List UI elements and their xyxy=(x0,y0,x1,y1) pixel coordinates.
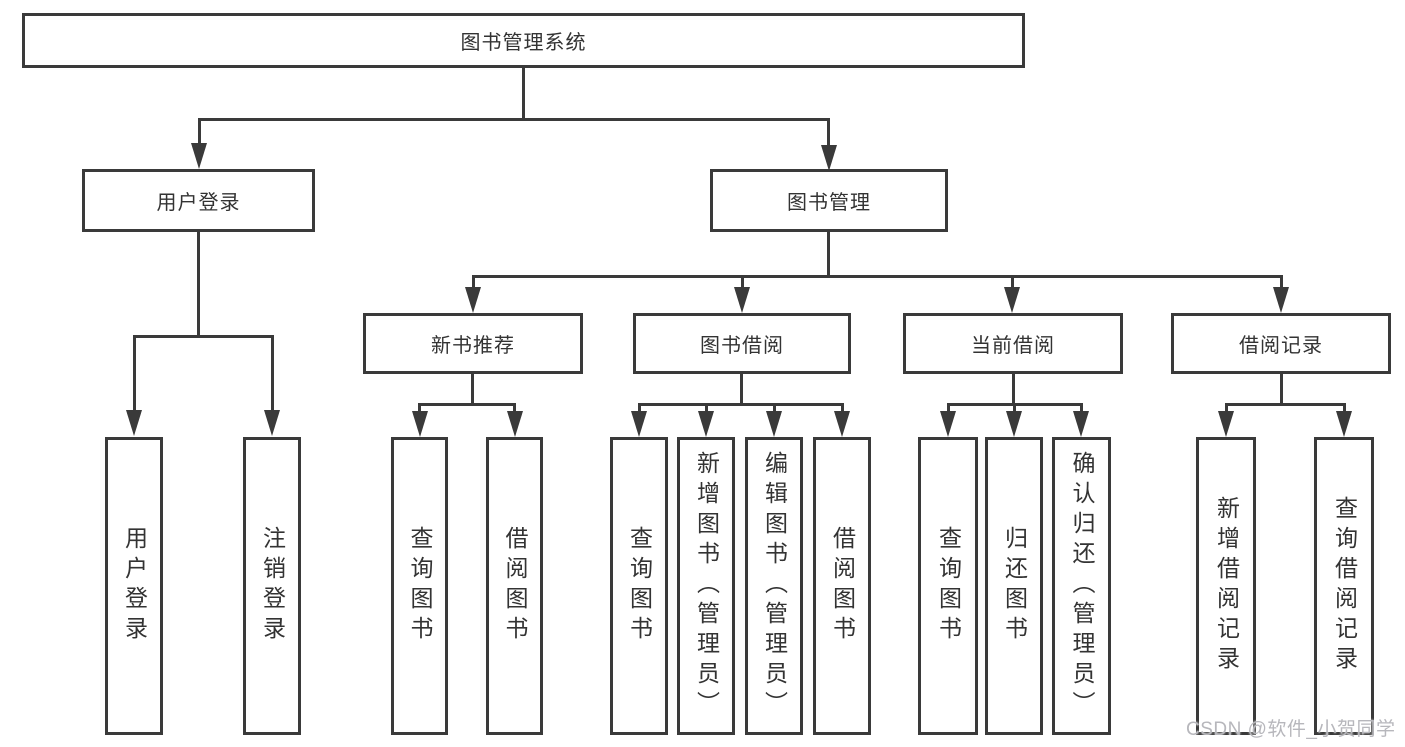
leaf-cur-query-books: 查询图书 xyxy=(918,437,978,735)
connector-line xyxy=(705,403,708,413)
connector-line xyxy=(133,335,136,412)
connector-line xyxy=(638,403,844,406)
node-book-management: 图书管理 xyxy=(710,169,948,232)
leaf-cur-confirm-return-admin: 确认归还（管理员） xyxy=(1052,437,1111,735)
connector-line xyxy=(418,403,516,406)
connector-line xyxy=(1225,403,1228,413)
connector-line xyxy=(418,403,421,413)
connector-line xyxy=(1080,403,1083,413)
node-borrow-records: 借阅记录 xyxy=(1171,313,1391,374)
connector-line xyxy=(198,118,830,121)
connector-line xyxy=(638,403,641,413)
leaf-rec-query-record-label: 查询借阅记录 xyxy=(1331,496,1358,676)
watermark: CSDN @软件_小贺同学 xyxy=(1186,719,1396,740)
leaf-bw-add-books-admin-label: 新增图书（管理员） xyxy=(693,451,720,721)
arrow-down-icon xyxy=(1218,411,1234,437)
node-book-borrow: 图书借阅 xyxy=(633,313,851,374)
node-user-login-label: 用户登录 xyxy=(156,192,241,214)
arrow-down-icon xyxy=(507,411,523,437)
arrow-down-icon xyxy=(1073,411,1089,437)
leaf-rec-add-record: 新增借阅记录 xyxy=(1196,437,1256,735)
leaf-user-login: 用户登录 xyxy=(105,437,163,735)
leaf-cur-return-books-label: 归还图书 xyxy=(1001,526,1028,646)
leaf-bw-borrow-books: 借阅图书 xyxy=(813,437,871,735)
leaf-user-login-label: 用户登录 xyxy=(121,526,148,646)
connector-line xyxy=(741,275,744,289)
leaf-nb-query-books: 查询图书 xyxy=(391,437,448,735)
connector-line xyxy=(773,403,776,413)
arrow-down-icon xyxy=(191,143,207,169)
connector-line xyxy=(1012,374,1015,406)
connector-line xyxy=(472,275,1283,278)
leaf-nb-borrow-books: 借阅图书 xyxy=(486,437,543,735)
connector-line xyxy=(198,118,201,146)
node-new-book-recommend-label: 新书推荐 xyxy=(431,335,515,357)
leaf-bw-borrow-books-label: 借阅图书 xyxy=(829,526,856,646)
node-borrow-records-label: 借阅记录 xyxy=(1239,335,1323,357)
arrow-down-icon xyxy=(412,411,428,437)
connector-line xyxy=(827,118,830,147)
arrow-down-icon xyxy=(1004,287,1020,313)
arrow-down-icon xyxy=(698,411,714,437)
connector-line xyxy=(513,403,516,413)
connector-line xyxy=(1343,403,1346,413)
arrow-down-icon xyxy=(940,411,956,437)
connector-line xyxy=(471,374,474,406)
leaf-bw-query-books-label: 查询图书 xyxy=(626,526,653,646)
connector-line xyxy=(1280,374,1283,406)
arrow-down-icon xyxy=(734,287,750,313)
connector-line xyxy=(827,232,830,278)
leaf-bw-edit-books-admin-label: 编辑图书（管理员） xyxy=(761,451,788,721)
arrow-down-icon xyxy=(766,411,782,437)
leaf-rec-add-record-label: 新增借阅记录 xyxy=(1213,496,1240,676)
node-current-borrow-label: 当前借阅 xyxy=(971,335,1055,357)
node-user-login: 用户登录 xyxy=(82,169,315,232)
connector-line xyxy=(1225,403,1346,406)
arrow-down-icon xyxy=(834,411,850,437)
arrow-down-icon xyxy=(821,145,837,171)
connector-line xyxy=(1280,275,1283,289)
connector-line xyxy=(947,403,950,413)
node-current-borrow: 当前借阅 xyxy=(903,313,1123,374)
connector-line xyxy=(1013,403,1016,413)
connector-line xyxy=(522,68,525,120)
arrow-down-icon xyxy=(1336,411,1352,437)
arrow-down-icon xyxy=(264,410,280,436)
node-root: 图书管理系统 xyxy=(22,13,1025,68)
connector-line xyxy=(1011,275,1014,289)
connector-line xyxy=(271,335,274,412)
connector-line xyxy=(841,403,844,413)
leaf-logout-login-label: 注销登录 xyxy=(259,526,286,646)
leaf-bw-query-books: 查询图书 xyxy=(610,437,668,735)
leaf-cur-confirm-return-admin-label: 确认归还（管理员） xyxy=(1069,451,1095,721)
leaf-bw-add-books-admin: 新增图书（管理员） xyxy=(677,437,735,735)
leaf-rec-query-record: 查询借阅记录 xyxy=(1314,437,1374,735)
arrow-down-icon xyxy=(126,410,142,436)
leaf-cur-query-books-label: 查询图书 xyxy=(935,526,962,646)
node-root-label: 图书管理系统 xyxy=(460,32,587,54)
leaf-bw-edit-books-admin: 编辑图书（管理员） xyxy=(745,437,803,735)
arrow-down-icon xyxy=(1273,287,1289,313)
node-book-management-label: 图书管理 xyxy=(787,192,871,214)
leaf-nb-borrow-books-label: 借阅图书 xyxy=(502,526,528,646)
connector-line xyxy=(740,374,743,406)
leaf-logout-login: 注销登录 xyxy=(243,437,301,735)
connector-line xyxy=(133,335,274,338)
arrow-down-icon xyxy=(1006,411,1022,437)
leaf-cur-return-books: 归还图书 xyxy=(985,437,1043,735)
connector-line xyxy=(472,275,475,289)
node-new-book-recommend: 新书推荐 xyxy=(363,313,583,374)
connector-line xyxy=(197,232,200,338)
arrow-down-icon xyxy=(465,287,481,313)
arrow-down-icon xyxy=(631,411,647,437)
node-book-borrow-label: 图书借阅 xyxy=(700,335,784,357)
leaf-nb-query-books-label: 查询图书 xyxy=(407,526,433,646)
